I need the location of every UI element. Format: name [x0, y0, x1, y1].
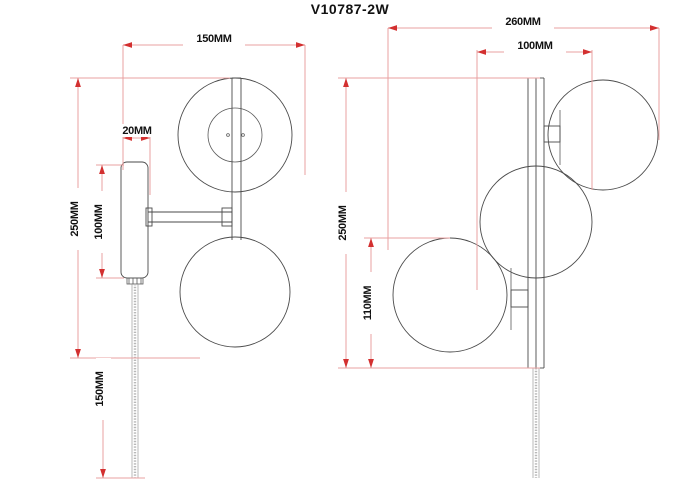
side-view-dimensions: 260MM 100MM 250MM 110MM [337, 15, 660, 369]
side-upper-connector-block [543, 125, 561, 143]
front-top-globe-dot-left [226, 133, 230, 137]
dim-side-inner-label: 100MM [517, 40, 552, 52]
side-middle-globe [479, 165, 593, 279]
side-view-geometry [392, 77, 659, 478]
dim-side-height-textbg [338, 192, 353, 254]
front-view-geometry [120, 77, 293, 478]
side-lower-globe [392, 237, 508, 353]
dim-side-height-label: 250MM [337, 205, 349, 240]
front-top-globe-outer [177, 77, 293, 193]
dim-side-width-textbg [492, 15, 554, 29]
dim-front-bracket-label: 20MM [122, 125, 151, 137]
dim-front-bracket-textbg [110, 124, 164, 137]
dim-front-height-label: 250MM [69, 201, 81, 236]
dim-side-lower-label: 110MM [362, 286, 374, 321]
dim-front-chain-label: 150MM [94, 371, 106, 406]
front-view-dimensions: 150MM 20MM 250MM 100MM 150MM [69, 32, 306, 479]
front-arm-collar-left [145, 207, 153, 227]
front-top-globe-inner [207, 107, 263, 163]
front-arm-collar-right [221, 207, 233, 227]
page-title: V10787-2W [311, 1, 390, 17]
dim-front-width-label: 150MM [196, 33, 231, 45]
dim-side-lower-textbg [363, 272, 378, 334]
dim-side-inner-textbg [504, 39, 566, 53]
front-top-globe-dot-right [241, 133, 245, 137]
dim-front-width-textbg [183, 32, 245, 46]
dim-side-width-label: 260MM [505, 16, 540, 28]
dim-front-bracket-h-textbg [95, 191, 110, 253]
front-bottom-globe [179, 236, 291, 348]
dim-front-chain-textbg [96, 358, 111, 420]
dim-front-height-textbg [70, 188, 85, 250]
front-wall-bracket [120, 161, 149, 279]
dim-front-bracket-h-label: 100MM [93, 204, 105, 239]
side-upper-globe [547, 79, 659, 191]
side-lower-connector-block [510, 289, 529, 308]
